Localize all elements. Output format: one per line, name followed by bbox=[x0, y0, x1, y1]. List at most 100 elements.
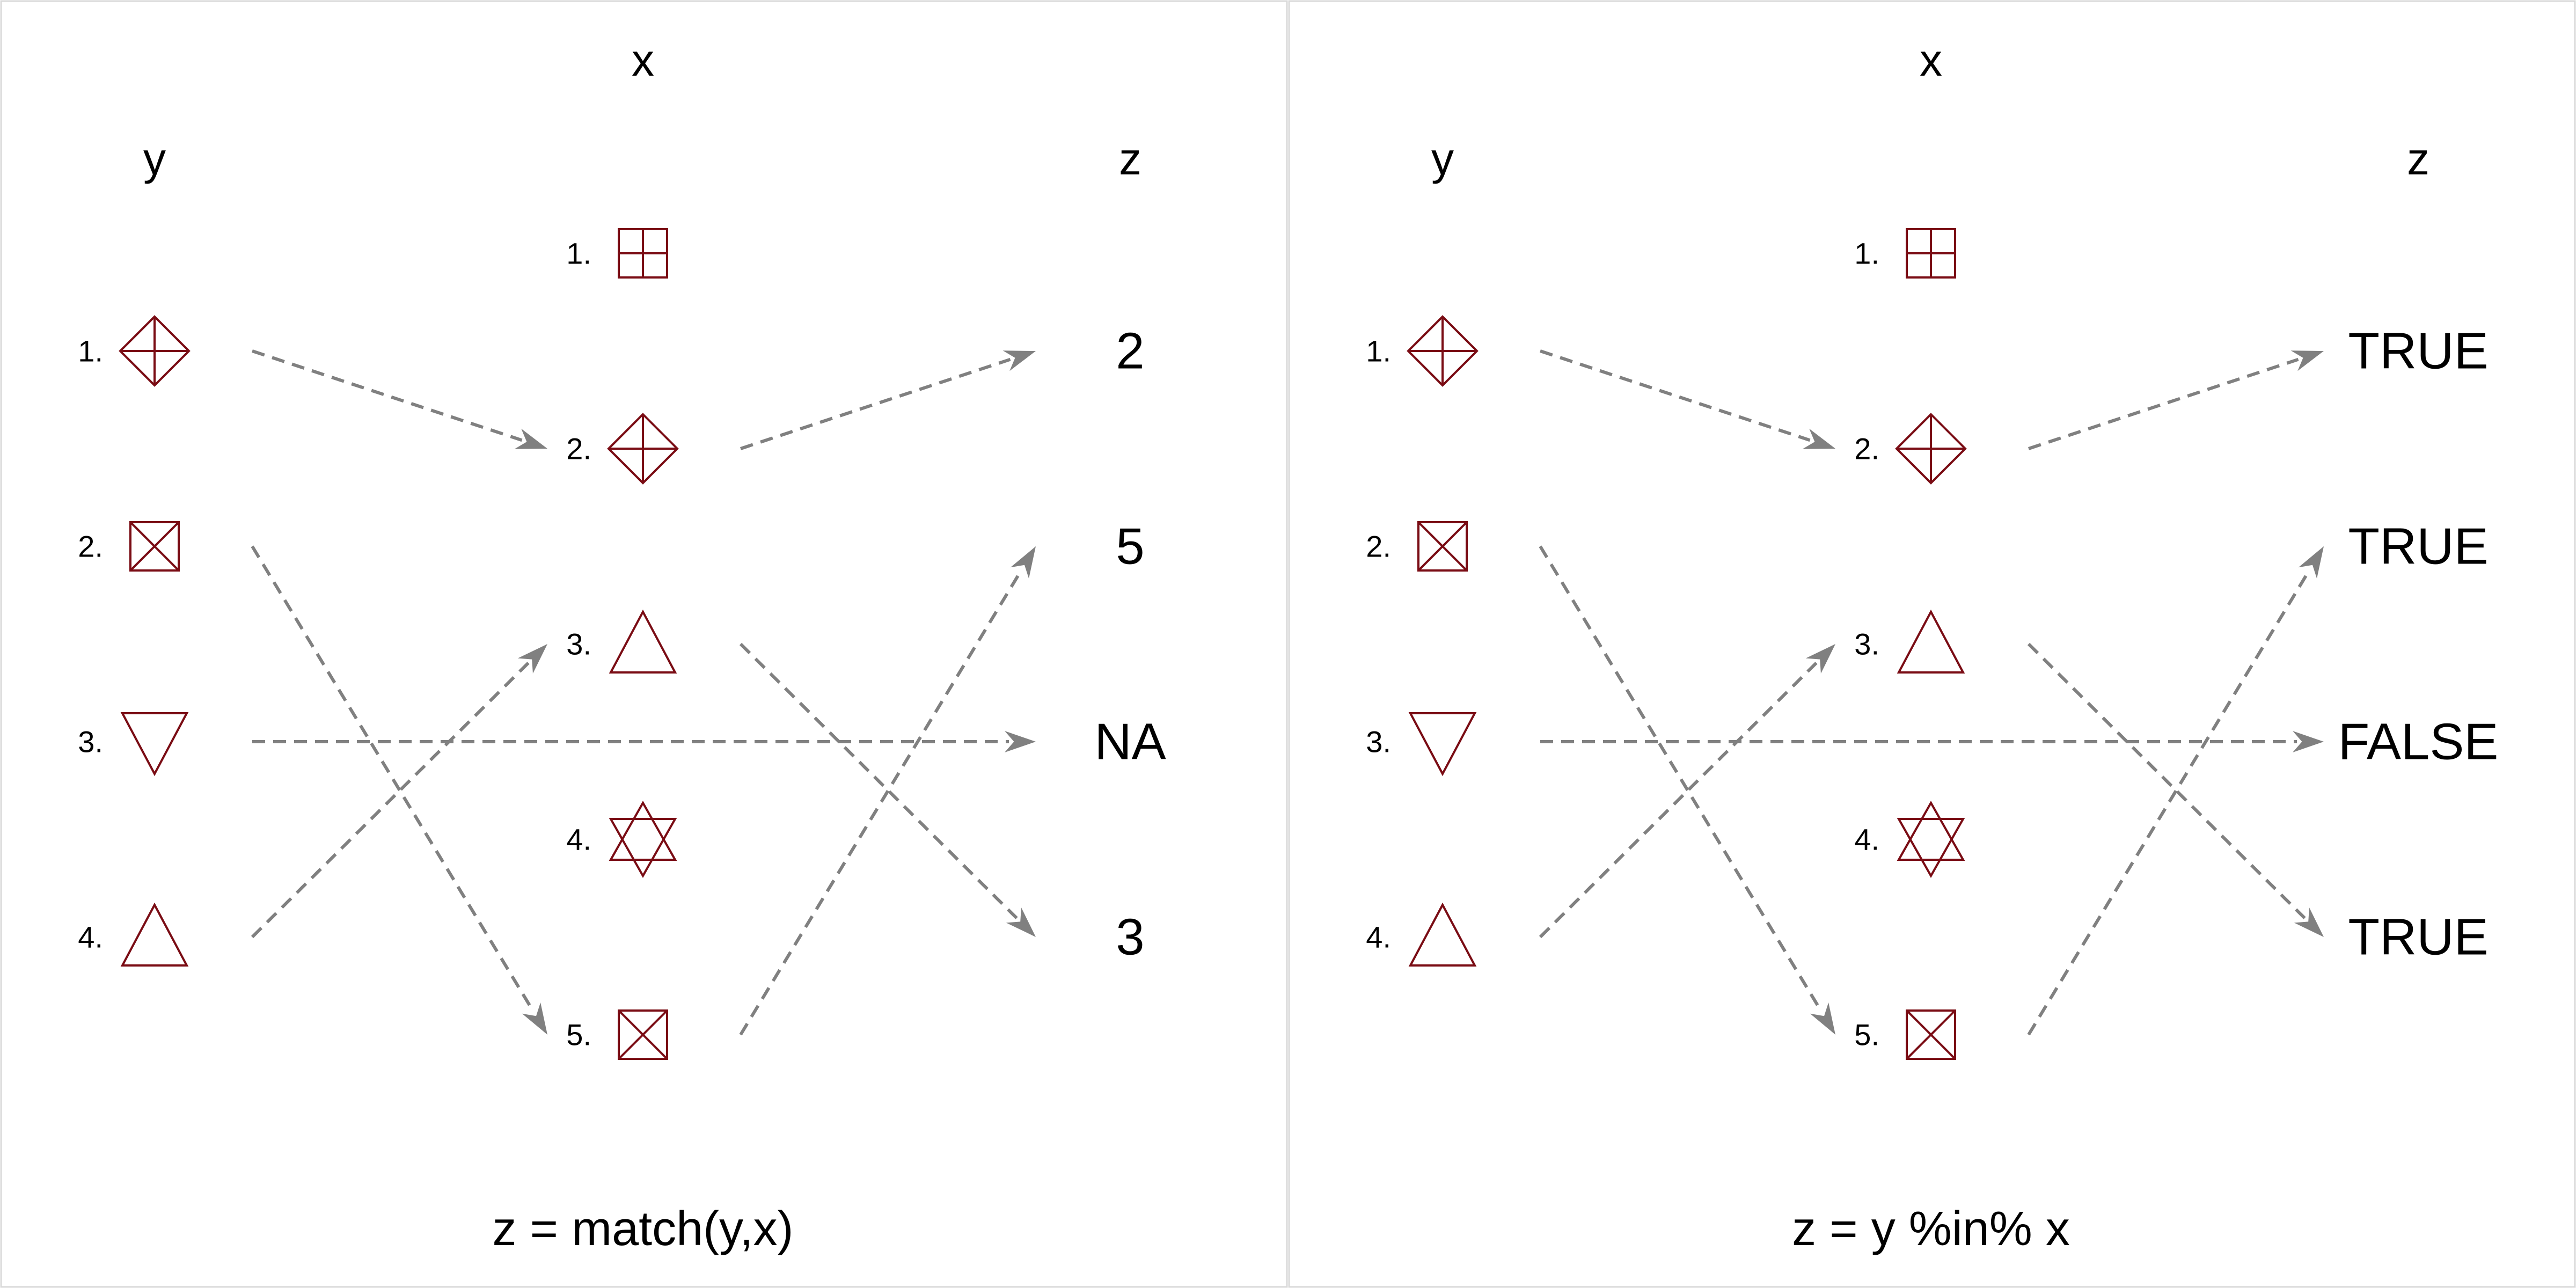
z-result-label: 3 bbox=[1116, 909, 1144, 966]
triangle-down-icon bbox=[1408, 712, 1477, 777]
x-item-index: 4. bbox=[1854, 823, 1879, 857]
x-item-index: 5. bbox=[566, 1018, 591, 1052]
arrow-shaft bbox=[1539, 545, 1823, 1013]
right-panel-frame bbox=[1288, 0, 2576, 1288]
x-to-z-arrow bbox=[740, 350, 1036, 450]
square-plus-icon bbox=[618, 228, 668, 279]
arrow-head bbox=[1006, 907, 1036, 937]
square-cross-icon bbox=[1906, 1009, 1956, 1060]
arrow-shaft bbox=[1540, 349, 1811, 442]
triangle-up-icon bbox=[120, 902, 189, 967]
y-heading: y bbox=[1431, 134, 1454, 184]
x-item-index: 5. bbox=[1854, 1018, 1879, 1052]
y-item-index: 4. bbox=[78, 920, 103, 954]
arrow-shaft bbox=[740, 357, 1011, 450]
symbol-stroke bbox=[618, 1009, 668, 1060]
arrow-shaft bbox=[251, 662, 530, 939]
triangle-up-icon bbox=[609, 609, 677, 674]
arrow-shaft bbox=[1539, 662, 1818, 939]
no-match-arrow bbox=[252, 731, 1036, 752]
triangle-up-icon bbox=[1408, 902, 1477, 967]
z-heading: z bbox=[2407, 134, 2429, 184]
z-result-label: TRUE bbox=[2348, 518, 2488, 575]
arrow-head bbox=[2294, 907, 2324, 937]
x-item-index: 3. bbox=[566, 627, 591, 661]
arrow-head bbox=[517, 644, 547, 674]
diamond-plus-icon bbox=[1895, 413, 1967, 485]
panels-layer: x y z 1. 2. 3. 4. 1. 2. 3. 4. 5. 2 5NA 3 z = match(y,x)… bbox=[78, 35, 2498, 1256]
z-result-label: 2 bbox=[1116, 323, 1144, 380]
y-heading: y bbox=[143, 134, 166, 184]
square-plus-icon bbox=[1906, 228, 1956, 279]
arrow-head bbox=[2298, 546, 2324, 579]
x-to-z-arrow bbox=[2027, 546, 2324, 1036]
arrow-head bbox=[522, 1002, 547, 1035]
arrow-shaft bbox=[739, 568, 1023, 1036]
arrow-shaft bbox=[739, 642, 1018, 919]
arrow-head bbox=[1810, 1002, 1835, 1035]
diamond-plus-icon bbox=[1407, 315, 1479, 387]
star-of-david-icon bbox=[1897, 800, 1965, 879]
y-item-index: 1. bbox=[78, 334, 103, 368]
diamond-plus-icon bbox=[607, 413, 679, 485]
arrow-head bbox=[1802, 428, 1835, 449]
arrow-head bbox=[2293, 731, 2324, 752]
y-item-index: 3. bbox=[78, 725, 103, 759]
z-result-label: 5 bbox=[1116, 518, 1144, 575]
x-to-z-arrow bbox=[739, 642, 1036, 937]
left-panel-frame bbox=[0, 0, 1288, 1288]
arrow-head bbox=[1002, 350, 1036, 371]
z-result-label: TRUE bbox=[2348, 323, 2488, 380]
z-result-label: TRUE bbox=[2348, 909, 2488, 966]
x-heading: x bbox=[1920, 35, 1942, 85]
symbol-stroke bbox=[1906, 1009, 1956, 1060]
triangle-up-icon bbox=[1897, 609, 1965, 674]
arrow-head bbox=[2290, 350, 2324, 371]
y-to-x-arrow bbox=[1540, 349, 1835, 449]
y-to-x-arrow bbox=[1539, 545, 1835, 1035]
x-item-index: 1. bbox=[566, 237, 591, 270]
square-cross-icon bbox=[618, 1009, 668, 1060]
x-item-index: 3. bbox=[1854, 627, 1879, 661]
x-heading: x bbox=[632, 35, 654, 85]
x-to-z-arrow bbox=[2027, 642, 2324, 937]
y-item-index: 2. bbox=[78, 530, 103, 564]
arrow-shaft bbox=[2027, 642, 2306, 919]
diamond-plus-icon bbox=[119, 315, 191, 387]
y-to-x-arrow bbox=[251, 545, 547, 1035]
triangle-down-icon bbox=[120, 712, 189, 777]
z-result-label: FALSE bbox=[2338, 713, 2499, 771]
x-item-index: 2. bbox=[566, 432, 591, 466]
y-to-x-arrow bbox=[1539, 644, 1835, 939]
arrow-head bbox=[1805, 644, 1835, 674]
arrow-shaft bbox=[251, 545, 535, 1013]
arrow-shaft bbox=[252, 349, 523, 442]
star-of-david-icon bbox=[609, 800, 677, 879]
z-heading: z bbox=[1119, 134, 1141, 184]
arrow-shaft bbox=[2028, 357, 2299, 450]
panel-caption: z = match(y,x) bbox=[493, 1202, 794, 1256]
x-item-index: 4. bbox=[566, 823, 591, 857]
arrow-head bbox=[514, 428, 547, 449]
arrow-head bbox=[1005, 731, 1036, 752]
z-result-label: NA bbox=[1094, 713, 1166, 771]
y-item-index: 3. bbox=[1366, 725, 1391, 759]
y-to-x-arrow bbox=[252, 349, 547, 449]
y-to-x-arrow bbox=[251, 644, 547, 939]
arrow-shaft bbox=[2027, 568, 2311, 1036]
x-item-index: 1. bbox=[1854, 237, 1879, 270]
symbol-stroke bbox=[129, 521, 180, 572]
square-cross-icon bbox=[129, 521, 180, 572]
square-cross-icon bbox=[1417, 521, 1468, 572]
symbol-stroke bbox=[1417, 521, 1468, 572]
x-item-index: 2. bbox=[1854, 432, 1879, 466]
arrow-head bbox=[1010, 546, 1036, 579]
no-match-arrow bbox=[1540, 731, 2324, 752]
x-to-z-arrow bbox=[739, 546, 1036, 1036]
panel-caption: z = y %in% x bbox=[1792, 1202, 2070, 1256]
y-item-index: 1. bbox=[1366, 334, 1391, 368]
y-item-index: 2. bbox=[1366, 530, 1391, 564]
y-item-index: 4. bbox=[1366, 920, 1391, 954]
x-to-z-arrow bbox=[2028, 350, 2324, 450]
